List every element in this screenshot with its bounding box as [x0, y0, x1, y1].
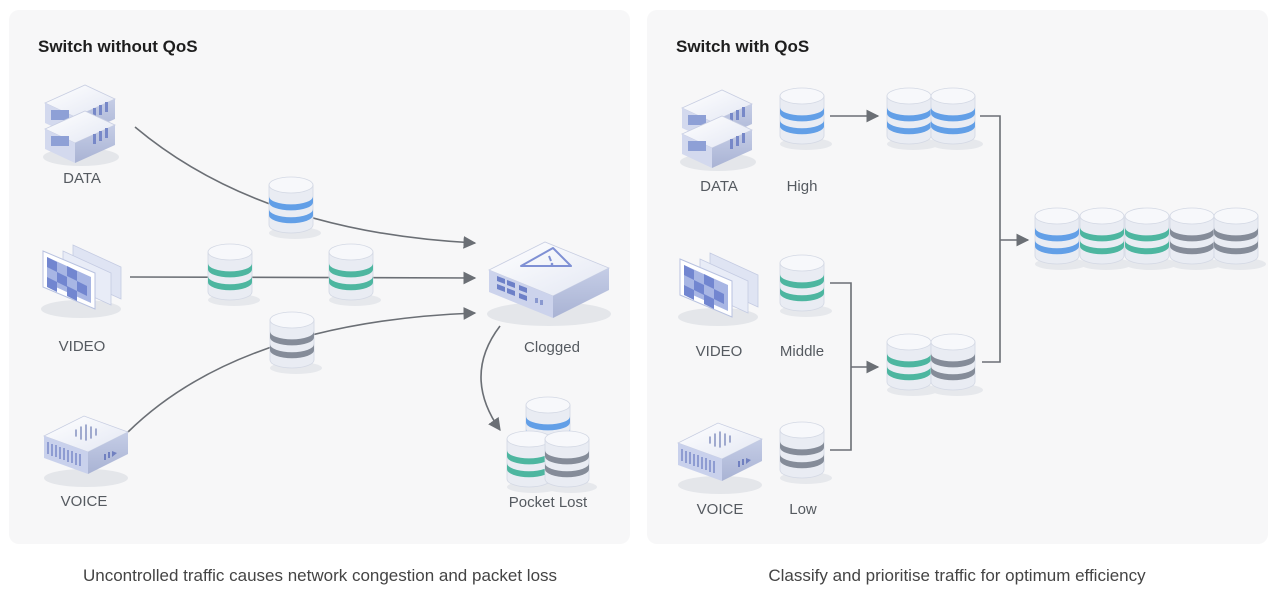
data-packet-icon — [1034, 207, 1087, 270]
voice-packet-icon — [779, 421, 832, 484]
video-packet-icon — [886, 333, 939, 396]
data-source-label: DATA — [63, 170, 101, 187]
packets — [207, 87, 1266, 493]
data-packet-icon — [930, 87, 983, 150]
middle-low-bracket — [830, 282, 852, 451]
packet-lost-label: Pocket Lost — [508, 494, 588, 511]
video-packet-icon — [1079, 207, 1132, 270]
voice-source-label: VOICE — [696, 501, 744, 518]
data-packet-icon — [886, 87, 939, 150]
video-source-label: VIDEO — [695, 343, 743, 360]
voice-icon — [677, 422, 763, 495]
switch-status-label: Clogged — [524, 339, 580, 356]
video-packet-icon — [506, 430, 559, 493]
voice-packet-icon — [1213, 207, 1266, 270]
right-caption: Classify and prioritise traffic for opti… — [768, 566, 1146, 585]
left-connectors — [127, 126, 501, 433]
server-icon — [42, 84, 120, 167]
left-caption: Uncontrolled traffic causes network cong… — [82, 566, 558, 585]
right-connectors — [830, 109, 1030, 451]
video-flow-line — [129, 271, 477, 285]
voice-source-label: VOICE — [60, 493, 108, 510]
voice-packet-icon — [930, 333, 983, 396]
video-icon — [677, 252, 759, 327]
voice-icon — [43, 415, 129, 488]
video-packet-icon — [1124, 207, 1177, 270]
priority-high-label: High — [786, 178, 818, 195]
data-source-label: DATA — [700, 178, 738, 195]
panel-title: Switch without QoS — [38, 37, 198, 56]
data-packet-icon — [268, 176, 321, 239]
video-icon — [40, 244, 122, 319]
switch-icon — [486, 241, 612, 327]
voice-packet-icon — [1169, 207, 1222, 270]
overflow-line — [480, 325, 501, 432]
voice-packet-icon — [544, 430, 597, 493]
video-packet-icon — [779, 254, 832, 317]
video-packet-icon — [328, 243, 381, 306]
server-icon — [679, 89, 757, 172]
priority-middle-label: Middle — [779, 343, 825, 360]
video-source-label: VIDEO — [58, 338, 106, 355]
data-packet-icon — [779, 87, 832, 150]
high-queue-out-line — [980, 115, 1001, 363]
priority-low-label: Low — [789, 501, 817, 518]
video-packet-icon — [207, 243, 260, 306]
voice-packet-icon — [269, 311, 322, 374]
panel-title: Switch with QoS — [676, 37, 810, 56]
